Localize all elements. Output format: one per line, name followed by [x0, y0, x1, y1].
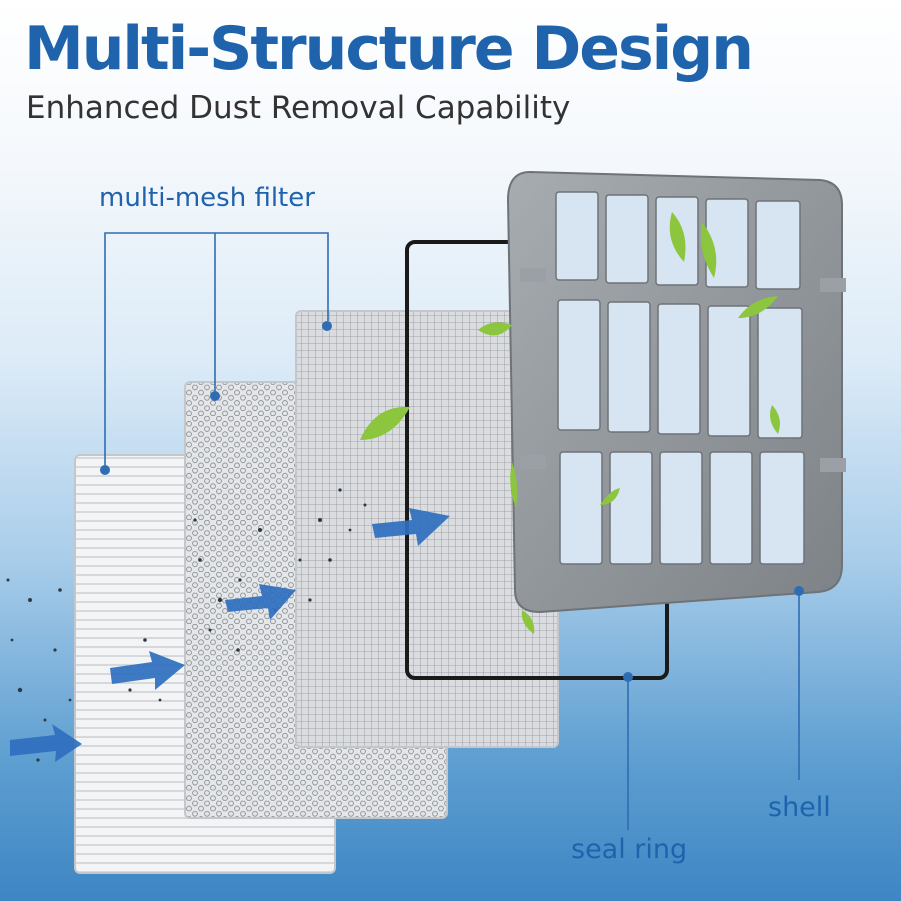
callout-dot-icon — [210, 391, 220, 401]
leaf-icon — [360, 212, 780, 634]
shell-frame-layer — [506, 170, 846, 614]
multi-mesh-filter-label: multi-mesh filter — [99, 183, 315, 213]
airflow-arrow-icon — [10, 508, 450, 762]
callout-lines — [104, 232, 800, 830]
dust-particles — [6, 488, 367, 762]
shell-label: shell — [768, 792, 831, 823]
page-title: Multi-Structure Design — [24, 14, 754, 84]
callout-dot-icon — [322, 321, 332, 331]
callout-dot-icon — [100, 465, 110, 475]
page-subtitle: Enhanced Dust Removal Capability — [26, 90, 571, 126]
seal-ring-label: seal ring — [571, 834, 688, 865]
